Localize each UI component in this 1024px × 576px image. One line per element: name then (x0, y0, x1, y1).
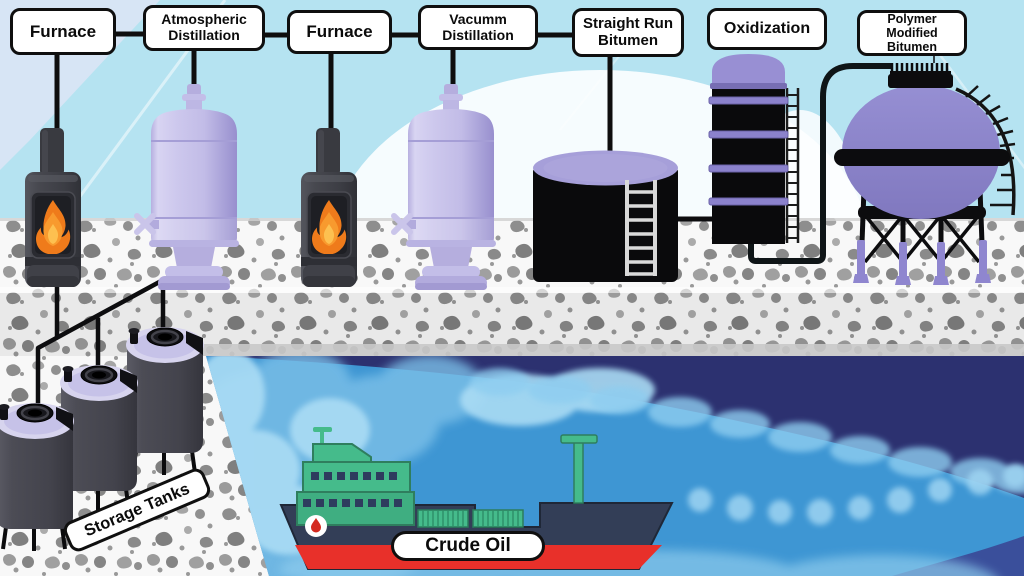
label-straight-run-bitumen: Straight Run Bitumen (572, 8, 684, 57)
label-furnace-1-text: Furnace (29, 21, 97, 41)
label-vacuum-distillation: Vacumm Distillation (418, 5, 538, 50)
sphere-ladder-icon (955, 85, 1016, 216)
label-furnace-1: Furnace (10, 8, 116, 55)
ship-superstructure (296, 427, 415, 526)
storage-tank-3 (124, 325, 206, 477)
ship-containers (417, 509, 524, 528)
straight-run-tank-icon (533, 150, 714, 282)
label-furnace-2: Furnace (287, 10, 392, 54)
sphere-cap-railing (890, 52, 951, 75)
deep-water (206, 356, 1024, 498)
label-polymer-modified-bitumen: Polymer Modified Bitumen (857, 10, 967, 56)
label-crude-oil-text: Crude Oil (425, 535, 511, 557)
oxidizer-column-icon (708, 54, 891, 264)
label-straight-run-bitumen-text: Straight Run Bitumen (583, 14, 673, 49)
label-atmospheric-distillation-text: Atmospheric Distillation (161, 11, 247, 43)
label-oxidization: Oxidization (707, 8, 827, 50)
label-polymer-modified-bitumen-text: Polymer Modified Bitumen (886, 12, 938, 54)
oil-drop-badge-icon (305, 515, 327, 537)
tank-ladder-icon (625, 180, 657, 276)
label-oxidization-text: Oxidization (723, 20, 811, 38)
label-atmospheric-distillation: Atmospheric Distillation (143, 5, 265, 51)
oxidizer-pipe (748, 63, 891, 264)
label-furnace-2-text: Furnace (306, 22, 373, 42)
ship-mast (560, 434, 598, 504)
label-crude-oil: Crude Oil (391, 531, 545, 561)
polymer-sphere-icon (834, 52, 1016, 285)
label-vacuum-distillation-text: Vacumm Distillation (442, 10, 514, 43)
sphere-feet (853, 240, 991, 285)
